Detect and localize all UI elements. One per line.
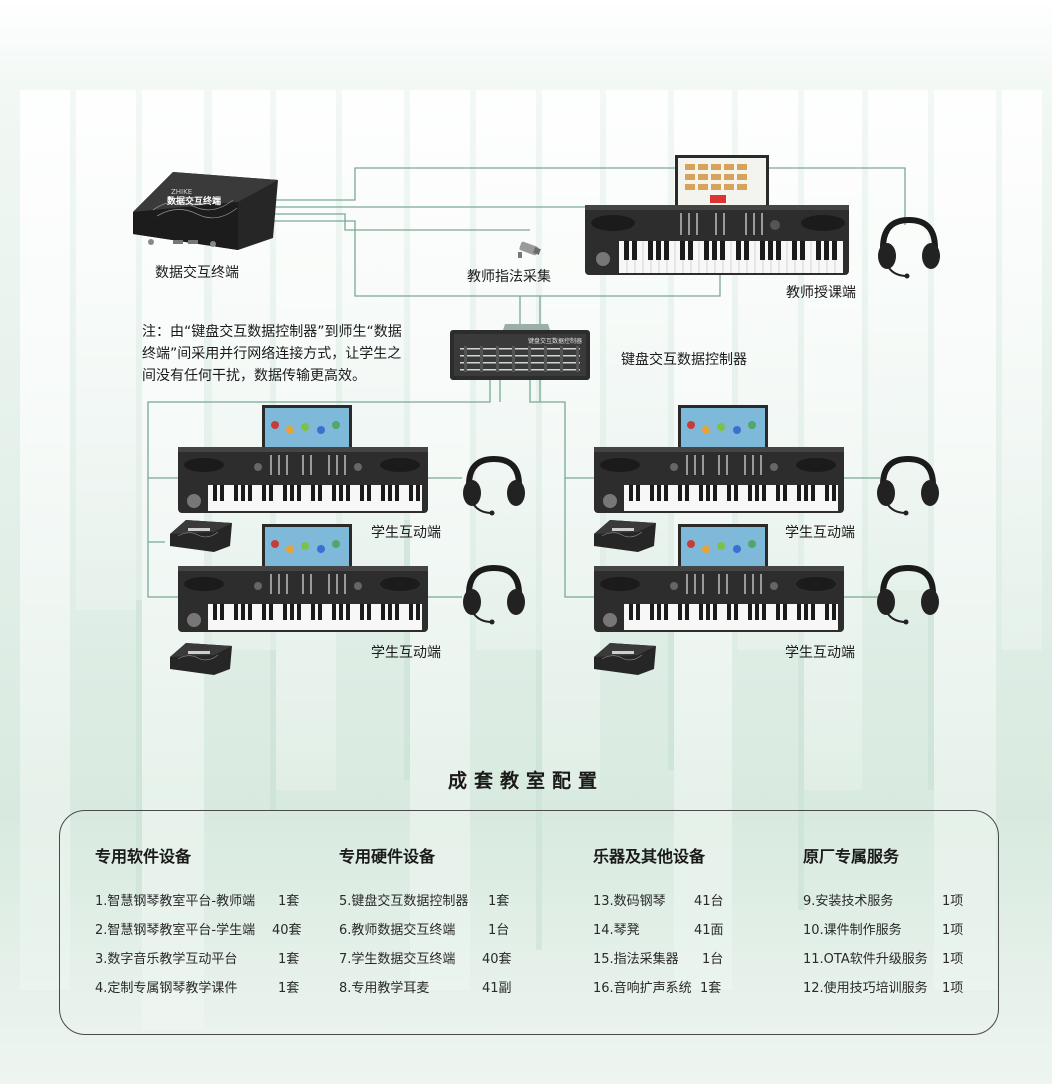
list-item: 2.智慧钢琴教室平台-学生端	[95, 923, 256, 938]
item-qty: 1项	[942, 981, 964, 996]
student-terminal-2	[169, 642, 233, 676]
item-qty: 1套	[488, 894, 510, 909]
list-item: 3.数字音乐教学互动平台	[95, 952, 238, 967]
config-panel: 专用软件设备 1.智慧钢琴教室平台-教师端 1套 2.智慧钢琴教室平台-学生端 …	[59, 810, 999, 1035]
label-teacher-capture: 教师指法采集	[467, 269, 551, 285]
item-qty: 1台	[488, 923, 510, 938]
student-terminal-4	[593, 642, 657, 676]
item-qty: 1项	[942, 952, 964, 967]
terminal-name-text: 数据交互终端	[167, 195, 221, 207]
item-qty: 40套	[272, 923, 302, 938]
label-keyboard-controller: 键盘交互数据控制器	[621, 352, 747, 368]
label-student-station-2: 学生互动端	[371, 645, 441, 661]
terminal-brand-text: ZHIKE	[171, 188, 192, 196]
student-station-1	[178, 405, 428, 513]
list-item: 12.使用技巧培训服务	[803, 981, 928, 996]
config-title: 成套教室配置	[447, 770, 604, 792]
label-student-station-4: 学生互动端	[785, 645, 855, 661]
column-heading-hardware: 专用硬件设备	[339, 847, 436, 866]
list-item: 7.学生数据交互终端	[339, 952, 456, 967]
list-item: 1.智慧钢琴教室平台-教师端	[95, 894, 256, 909]
student-terminal-1	[169, 519, 233, 553]
student-headphones-3	[877, 459, 939, 516]
label-student-station-3: 学生互动端	[785, 525, 855, 541]
list-item: 5.键盘交互数据控制器	[339, 894, 469, 909]
student-headphones-1	[463, 459, 525, 516]
student-headphones-2	[463, 568, 525, 625]
controller-name-text: 键盘交互数据控制器	[528, 337, 582, 345]
teacher-station	[585, 155, 849, 275]
student-terminal-3	[593, 519, 657, 553]
item-qty: 1套	[278, 952, 300, 967]
column-heading-software: 专用软件设备	[95, 847, 192, 866]
label-teacher-station: 教师授课端	[786, 285, 856, 301]
list-item: 9.安装技术服务	[803, 894, 894, 909]
list-item: 13.数码钢琴	[593, 894, 666, 909]
student-station-3	[594, 405, 844, 513]
list-item: 14.琴凳	[593, 923, 640, 938]
keyboard-controller-device: 键盘交互数据控制器	[450, 324, 590, 380]
connection-lines	[147, 167, 906, 598]
column-heading-instruments: 乐器及其他设备	[593, 847, 706, 866]
item-qty: 1项	[942, 894, 964, 909]
student-headphones-4	[877, 568, 939, 625]
item-qty: 1台	[702, 952, 724, 967]
label-data-terminal: 数据交互终端	[155, 265, 239, 281]
list-item: 10.课件制作服务	[803, 923, 902, 938]
list-item: 11.OTA软件升级服务	[803, 952, 928, 967]
item-qty: 41副	[482, 981, 512, 996]
list-item: 16.音响扩声系统	[593, 981, 692, 996]
data-terminal-device: ZHIKE 数据交互终端	[133, 172, 278, 250]
item-qty: 41台	[694, 894, 724, 909]
item-qty: 1套	[700, 981, 722, 996]
list-item: 4.定制专属钢琴教学课件	[95, 981, 238, 996]
list-item: 15.指法采集器	[593, 952, 679, 967]
label-student-station-1: 学生互动端	[371, 525, 441, 541]
list-item: 8.专用教学耳麦	[339, 981, 430, 996]
network-note: 注：由“键盘交互数据控制器”到师生“数据终端”间采用并行网络连接方式，让学生之间…	[142, 324, 402, 384]
item-qty: 41面	[694, 923, 724, 938]
finger-capture-camera	[518, 241, 541, 258]
item-qty: 1项	[942, 923, 964, 938]
teacher-headphones	[878, 216, 940, 279]
item-qty: 40套	[482, 952, 512, 967]
column-heading-services: 原厂专属服务	[803, 847, 900, 866]
item-qty: 1套	[278, 894, 300, 909]
list-item: 6.教师数据交互终端	[339, 923, 456, 938]
item-qty: 1套	[278, 981, 300, 996]
